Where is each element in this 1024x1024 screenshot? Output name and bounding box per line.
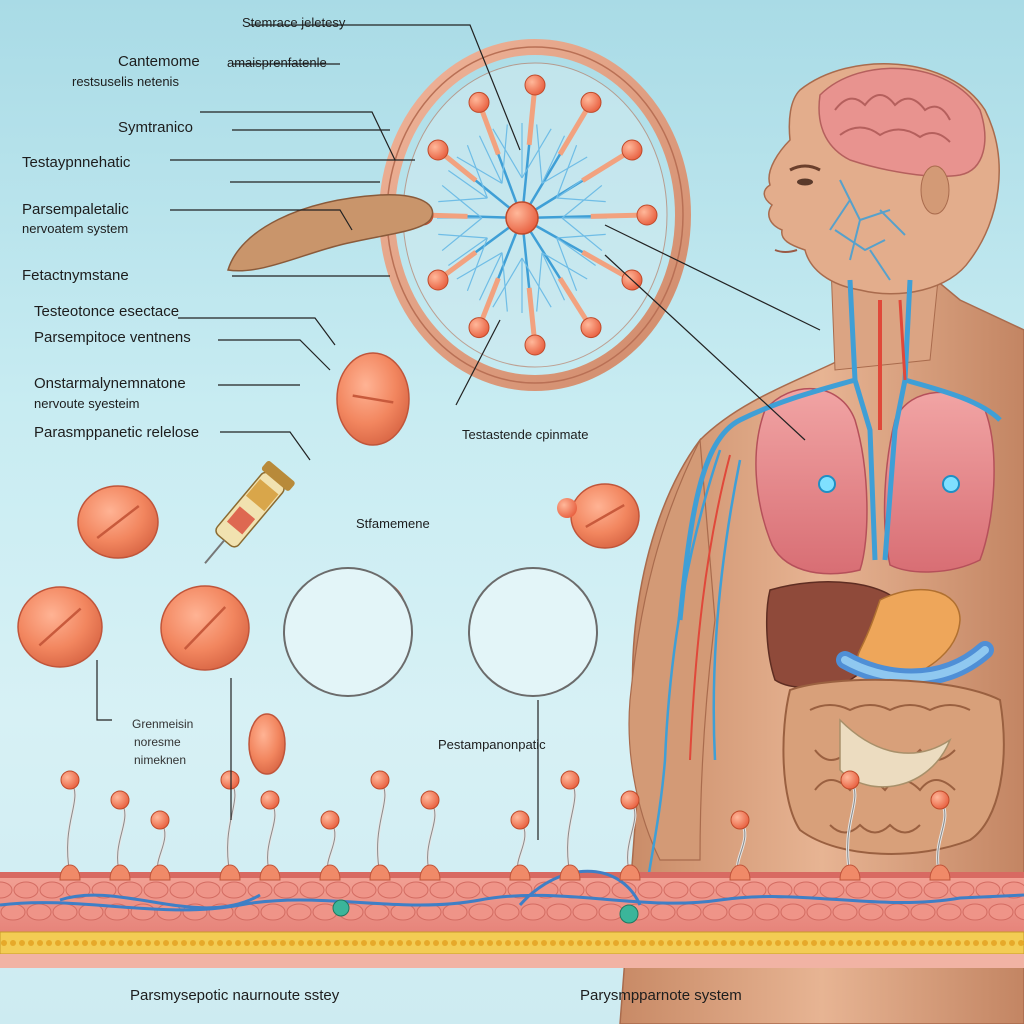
- receptor-stalk: [369, 770, 391, 881]
- tablet-pill: [160, 585, 250, 671]
- receptor-stalk: [419, 790, 441, 881]
- label-bottom-left: Parsmysepotic naurnoute sstey: [130, 987, 340, 1004]
- label-bottom-right: Parysmpparnote system: [580, 987, 742, 1004]
- label-top-header: Stemrace jeletesy: [242, 15, 346, 30]
- tablet-pill: [570, 483, 640, 549]
- receptor-node: [468, 91, 490, 113]
- label-2: restsuselis netenis: [72, 74, 179, 89]
- label-7: Fetactnymstane: [22, 267, 129, 284]
- tissue-layer: [0, 869, 1024, 968]
- human-figure: [619, 63, 1024, 1024]
- label-left-small-2: noresme: [134, 735, 181, 749]
- receptor-node: [427, 269, 449, 291]
- label-1b: amaisprenfatenle: [227, 55, 327, 70]
- label-9: Parsempitoce ventnens: [34, 329, 191, 346]
- label-center-caption: Testastende cpinmate: [462, 427, 589, 442]
- receptor-stalk: [619, 790, 641, 881]
- receptor-node: [580, 91, 602, 113]
- syringe: [204, 460, 295, 564]
- receptor-node: [621, 139, 643, 161]
- central-neuron: [505, 201, 539, 235]
- receptor-stalk: [839, 770, 861, 881]
- brain: [818, 67, 986, 178]
- tablet-pill: [77, 485, 159, 559]
- label-left-small-1: Grenmeisin: [132, 717, 194, 731]
- receptor-stalk: [559, 770, 581, 881]
- left-lung: [755, 388, 868, 575]
- label-6: nervoatem system: [22, 221, 129, 236]
- label-tablet-caption: Stfamemene: [356, 516, 430, 531]
- receptor-node: [427, 139, 449, 161]
- small-ball: [557, 498, 577, 518]
- receptor-stalk: [929, 790, 951, 881]
- label-3: Symtranico: [118, 119, 194, 136]
- receptor-stalk: [149, 810, 171, 881]
- magnifier-2: [468, 567, 598, 697]
- ear: [920, 165, 950, 215]
- leader-lines: [96, 24, 821, 840]
- receptor-stalk: [219, 770, 241, 881]
- receptor-node: [636, 204, 658, 226]
- receptor-node: [580, 317, 602, 339]
- right-lung: [883, 391, 995, 573]
- tablet-pill: [336, 352, 410, 446]
- tablet-pill: [17, 586, 103, 668]
- receptor-stalk: [509, 810, 531, 881]
- label-mid-caption: Pestampanonpatic: [438, 737, 546, 752]
- tablet-pill: [248, 713, 286, 775]
- receptor-stalk: [109, 790, 131, 881]
- tongue-shape: [227, 194, 434, 272]
- label-8: Testeotonce esectace: [34, 303, 180, 320]
- label-10: Onstarmalynemnatone: [34, 375, 186, 392]
- label-left-small-3: nimeknen: [134, 753, 187, 767]
- label-1: Cantemome: [118, 53, 200, 70]
- receptor-node: [468, 317, 490, 339]
- magnifier-1: [283, 567, 413, 697]
- receptor-stalk: [259, 790, 281, 881]
- label-12: Parasmppanetic relelose: [34, 424, 200, 441]
- receptor-stalk: [319, 810, 341, 881]
- label-11: nervoute syesteim: [34, 396, 140, 411]
- neuron-ring-illustration: [379, 39, 691, 391]
- receptor-stalk: [59, 770, 81, 881]
- label-5: Parsempaletalic: [22, 201, 129, 218]
- label-4: Testaypnnehatic: [22, 154, 131, 171]
- receptor-node: [524, 74, 546, 96]
- receptor-stalk: [729, 810, 751, 881]
- receptor-node: [524, 334, 546, 356]
